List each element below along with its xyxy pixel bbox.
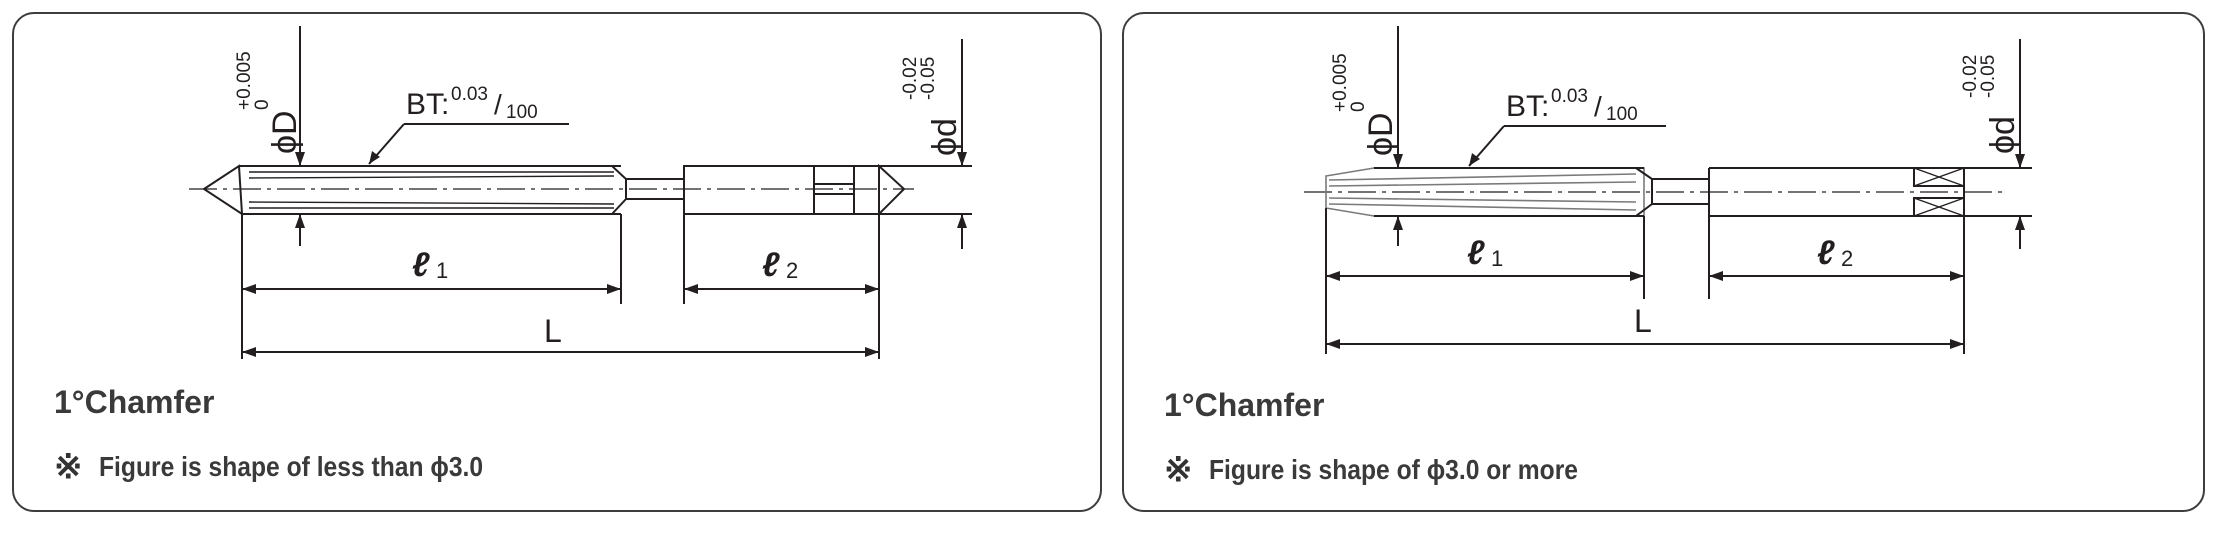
bt-leader	[368, 123, 569, 165]
extension-lines	[1325, 208, 1965, 354]
label-d-tol-upper: -0.02	[1960, 55, 1981, 98]
label-bt-den: 100	[506, 102, 538, 123]
figure-note: ※ Figure is shape of ϕ3.0 or more	[1164, 450, 1628, 490]
label-phi-d: ϕd	[1984, 116, 2022, 154]
label-phi-D: ϕD	[266, 110, 304, 154]
figure-note: ※ Figure is shape of less than ϕ3.0	[54, 447, 535, 487]
label-d-tol-lower: -0.05	[1978, 55, 1999, 98]
label-d-tol-upper: -0.02	[900, 57, 921, 100]
label-phi-D: ϕD	[1362, 112, 1400, 156]
dim-l2	[1709, 271, 1964, 281]
dim-D	[1393, 26, 1403, 246]
note-text: Figure is shape of ϕ3.0 or more	[1208, 454, 1578, 485]
chamfer-label: 1°Chamfer	[54, 384, 215, 420]
dim-d	[880, 39, 972, 249]
reamer-drawing-large: ϕD +0.005 0 ϕd -0.02 -0.05 BT: 0.03 / 10…	[1304, 26, 2032, 354]
label-l2-sub: 2	[1841, 246, 1853, 271]
label-bt-slash: /	[494, 89, 502, 120]
reamer-shank	[1708, 167, 1965, 217]
dim-l2	[684, 284, 879, 294]
label-bt-num: 0.03	[1551, 86, 1588, 107]
label-bt-slash: /	[1594, 91, 1602, 122]
label-l1-sub: 1	[1491, 246, 1503, 271]
label-L: L	[1634, 303, 1652, 339]
dim-l1	[1326, 271, 1644, 281]
label-phi-d: ϕd	[926, 118, 964, 156]
dim-l1	[242, 284, 621, 294]
label-d-tol-lower: -0.05	[918, 57, 939, 100]
label-l2: ℓ	[1817, 234, 1835, 272]
dim-d	[1964, 39, 2032, 249]
panel-less-than-3: ϕD +0.005 0 ϕd -0.02 -0.05 BT: 0.03 / 10…	[12, 12, 1102, 512]
label-D-tol-upper: +0.005	[234, 51, 255, 110]
label-l1: ℓ	[412, 246, 430, 284]
label-D-tol-upper: +0.005	[1330, 53, 1351, 112]
label-l2: ℓ	[762, 246, 780, 284]
label-bt-prefix: BT:	[1506, 90, 1549, 123]
label-bt-num: 0.03	[451, 84, 488, 105]
dim-L	[242, 347, 879, 357]
label-l2-sub: 2	[786, 258, 798, 283]
chamfer-label: 1°Chamfer	[1164, 387, 1325, 423]
label-l1: ℓ	[1467, 234, 1485, 272]
dim-L	[1326, 339, 1964, 349]
dim-D	[295, 26, 305, 246]
label-D-tol-lower: 0	[252, 99, 273, 110]
label-l1-sub: 1	[436, 258, 448, 283]
reamer-fluted-section	[202, 164, 684, 216]
label-L: L	[544, 313, 562, 349]
label-bt-den: 100	[1606, 104, 1638, 125]
label-bt-prefix: BT:	[406, 88, 449, 121]
reference-mark-icon: ※	[1164, 451, 1193, 489]
reamer-shank	[683, 163, 906, 217]
label-D-tol-lower: 0	[1348, 101, 1369, 112]
panel-3-or-more: ϕD +0.005 0 ϕd -0.02 -0.05 BT: 0.03 / 10…	[1122, 12, 2205, 512]
reamer-drawing-small: ϕD +0.005 0 ϕd -0.02 -0.05 BT: 0.03 / 10…	[189, 26, 972, 359]
note-text: Figure is shape of less than ϕ3.0	[98, 451, 483, 482]
reference-mark-icon: ※	[54, 448, 83, 486]
bt-leader	[1468, 125, 1666, 167]
